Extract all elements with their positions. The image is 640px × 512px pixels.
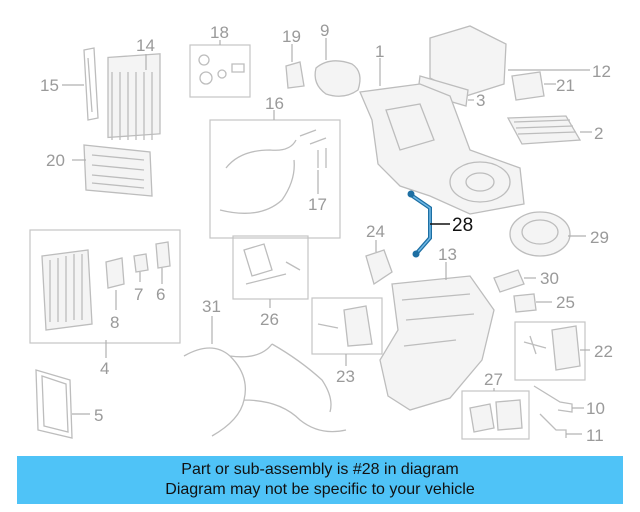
parts-diagram: 1 2 3 4 5 6 7 8 9 10 11 12 13 14 15 16 1…	[29, 21, 613, 445]
part-22	[551, 325, 581, 371]
part-12-duct	[429, 25, 507, 97]
banner-line-part-number: Part or sub-assembly is #28 in diagram	[181, 461, 459, 478]
part-20-heater-core	[83, 144, 153, 197]
part-18-hardware	[198, 54, 245, 85]
callout-30: 30	[540, 269, 559, 288]
callout-22: 22	[594, 342, 613, 361]
callout-17: 17	[308, 195, 327, 214]
callout-19: 19	[282, 27, 301, 46]
callout-11: 11	[586, 426, 604, 445]
group-box-22	[514, 321, 586, 381]
part-19	[285, 61, 305, 89]
part-30	[493, 269, 525, 293]
callout-20: 20	[46, 151, 65, 170]
vehicle-notice-banner: Part or sub-assembly is #28 in diagram D…	[17, 456, 623, 504]
callout-14: 14	[136, 36, 155, 55]
callout-2: 2	[594, 124, 603, 143]
callout-13: 13	[438, 245, 457, 264]
callout-28: 28	[452, 215, 473, 236]
callout-27: 27	[484, 370, 503, 389]
callout-29: 29	[590, 228, 609, 247]
callout-3: 3	[476, 91, 485, 110]
part-25	[513, 293, 537, 313]
leader-lines	[62, 38, 592, 435]
part-4-components	[41, 241, 171, 331]
callout-25: 25	[556, 293, 575, 312]
callout-23: 23	[336, 367, 355, 386]
part-2-cabin-filter	[506, 115, 582, 145]
callout-18: 18	[210, 23, 229, 42]
group-box-4	[29, 229, 181, 344]
part-29-blower-motor	[509, 211, 571, 257]
part-11-sensor	[539, 413, 567, 438]
part-17-clips	[299, 129, 327, 168]
callout-9: 9	[320, 21, 329, 40]
callout-31: 31	[202, 297, 221, 316]
part-5-seal	[35, 369, 73, 439]
part-9-gasket	[314, 60, 361, 97]
callout-21: 21	[556, 76, 575, 95]
part-21-actuator	[511, 71, 545, 101]
group-box-27	[461, 390, 530, 440]
part-31-wiring-harness	[183, 343, 347, 437]
banner-line-disclaimer: Diagram may not be specific to your vehi…	[165, 481, 475, 498]
part-24	[365, 249, 393, 286]
group-box-16	[209, 119, 341, 239]
part-28-highlighted	[407, 190, 432, 258]
part-13-lower-housing	[379, 275, 495, 411]
part-23	[343, 305, 373, 347]
callout-24: 24	[366, 222, 385, 241]
callout-15: 15	[40, 76, 59, 95]
callout-10: 10	[586, 399, 605, 418]
callout-12: 12	[592, 62, 611, 81]
callout-6: 6	[156, 285, 165, 304]
part-26	[243, 243, 301, 285]
callout-8: 8	[110, 313, 119, 332]
part-15-bracket	[83, 47, 99, 121]
part-14-evaporator	[107, 53, 161, 140]
callout-4: 4	[100, 359, 109, 378]
callout-26: 26	[260, 310, 279, 329]
callout-5: 5	[94, 406, 103, 425]
callout-7: 7	[134, 285, 143, 304]
part-16-hose	[219, 139, 297, 214]
part-10-sensor	[533, 385, 573, 413]
callout-1: 1	[375, 42, 384, 61]
group-box-23	[311, 297, 383, 355]
callout-16: 16	[265, 94, 284, 113]
part-1-hvac-housing	[359, 83, 525, 215]
part-27	[469, 399, 523, 433]
